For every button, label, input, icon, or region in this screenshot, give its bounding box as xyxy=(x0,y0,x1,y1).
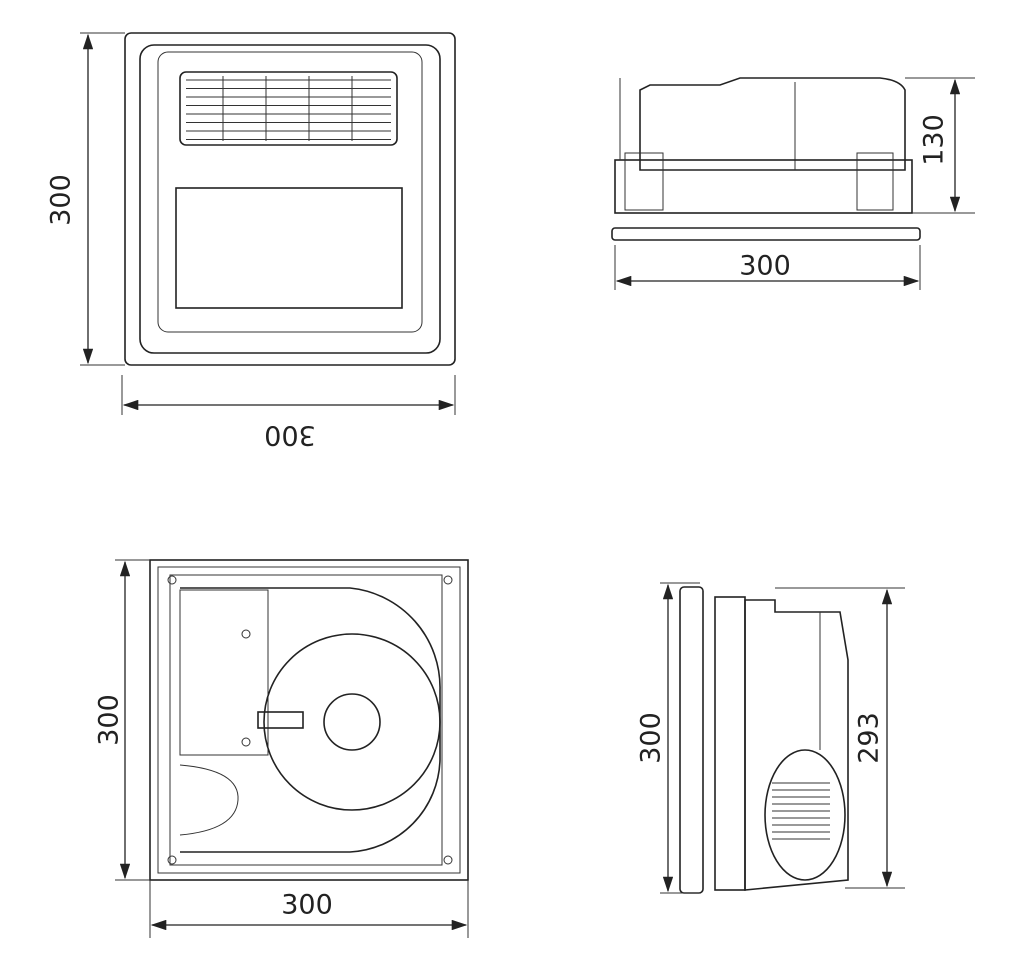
fan-housing xyxy=(263,633,441,811)
vent-grille xyxy=(179,71,398,146)
front-width-label: 300 xyxy=(264,420,316,451)
motor-hub xyxy=(323,693,381,751)
back-width-label: 300 xyxy=(281,890,333,921)
side-right-inner-height-label: 293 xyxy=(854,712,885,764)
side-height-label: 130 xyxy=(919,114,950,166)
front-height-label: 300 xyxy=(46,174,77,226)
front-view: 300 300 xyxy=(46,32,456,451)
side-right-outer-height-label: 300 xyxy=(636,712,667,764)
duct-outlet xyxy=(764,749,846,881)
back-view: 300 300 xyxy=(94,559,469,938)
back-height-label: 300 xyxy=(94,694,125,746)
side-width-label: 300 xyxy=(739,251,791,282)
side-view-right: 300 293 xyxy=(636,582,905,894)
display-panel xyxy=(175,187,403,309)
side-view-top: 130 300 xyxy=(611,77,975,290)
